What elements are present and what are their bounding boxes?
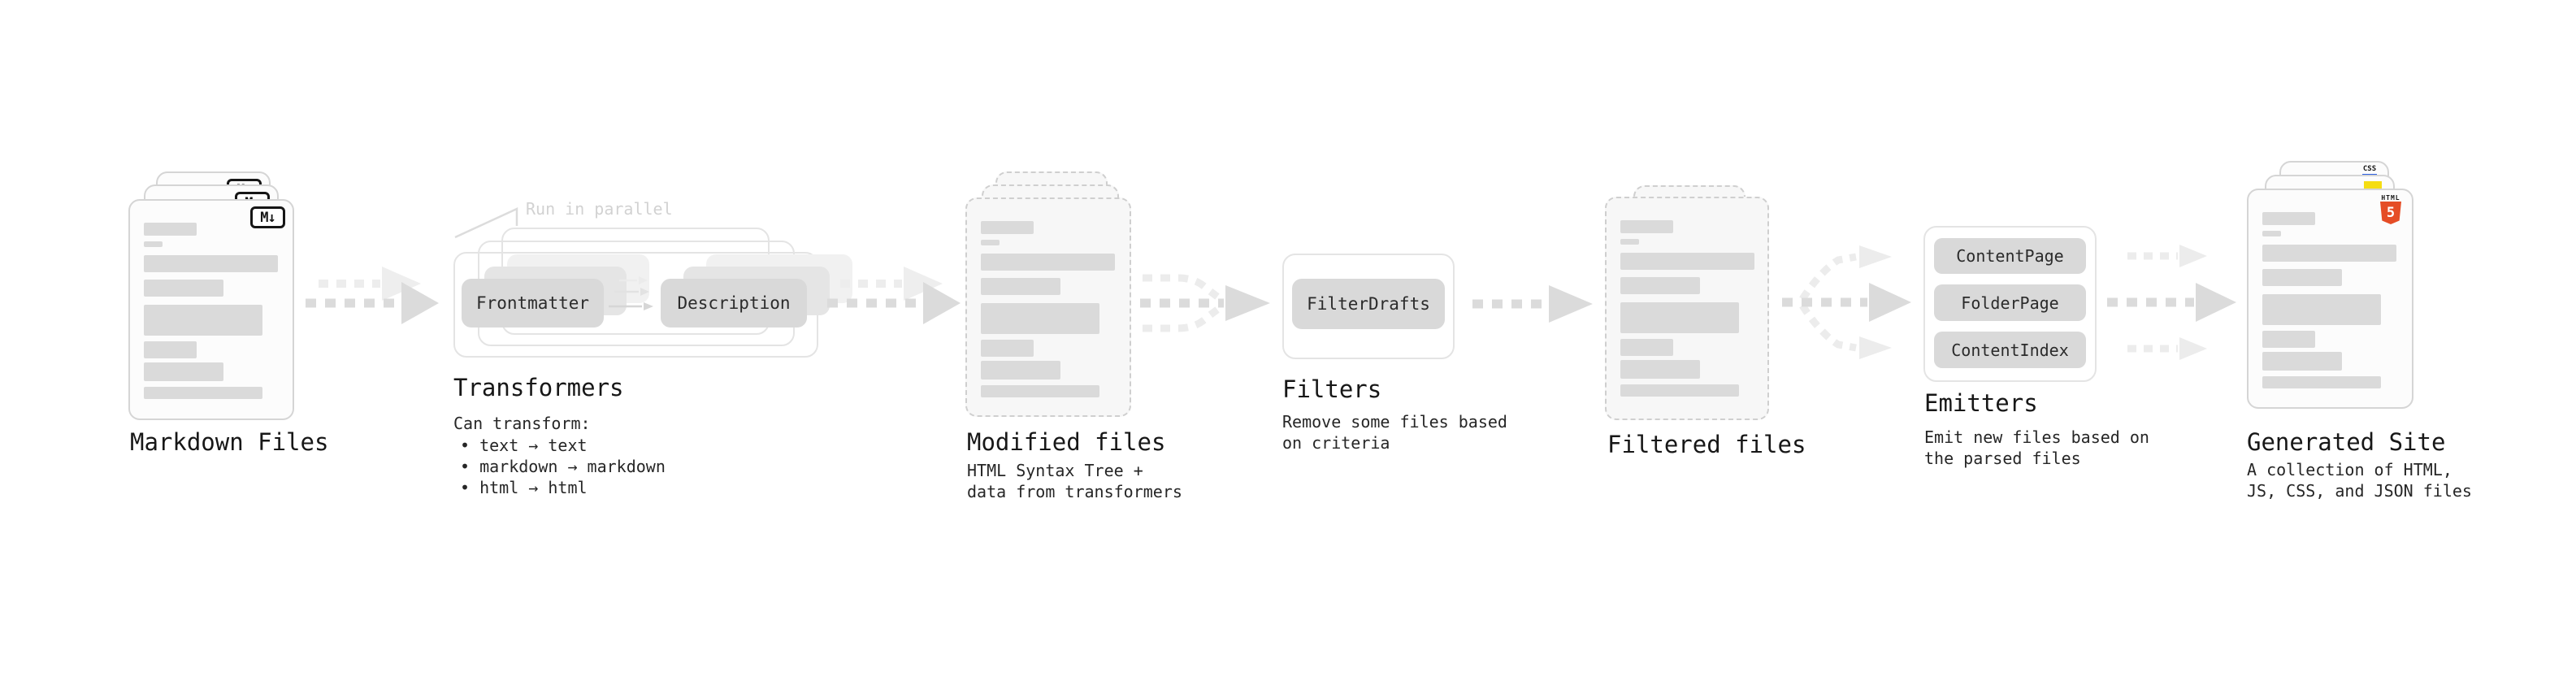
emitters-box	[1923, 226, 2097, 382]
bullet-item: • html → html	[460, 478, 588, 497]
arrow-filtered-to-emitters	[1782, 245, 1911, 359]
callout-leader-line	[454, 207, 518, 239]
filterdrafts-pill: FilterDrafts	[1292, 279, 1445, 329]
markdown-files-title: Markdown Files	[130, 428, 329, 456]
bullet-item: • text → text	[460, 436, 588, 455]
arrow-modified-to-filters	[1140, 274, 1270, 332]
run-in-parallel-callout: Run in parallel	[526, 199, 673, 219]
modified-files-title: Modified files	[967, 428, 1166, 456]
folderpage-pill: FolderPage	[1934, 284, 2086, 321]
section-filters: FilterDrafts	[1282, 254, 1461, 367]
parallel-arrows-icon	[609, 276, 653, 310]
filtered-file-card-front	[1605, 197, 1769, 420]
transformers-intro: Can transform:	[453, 414, 591, 433]
markdown-file-card-front: M↓	[128, 199, 294, 420]
transformers-bullet-list: • text → text • markdown → markdown • ht…	[460, 435, 666, 498]
document-text-placeholder	[1620, 220, 1754, 397]
section-modified-files	[965, 159, 1169, 501]
section-filtered-files	[1605, 171, 1808, 513]
emitters-subtitle: Emit new files based on the parsed files	[1924, 427, 2149, 468]
filtered-files-title: Filtered files	[1607, 431, 1806, 458]
generated-site-subtitle: A collection of HTML, JS, CSS, and JSON …	[2247, 460, 2472, 501]
arrow-transformers-to-modified	[827, 267, 961, 324]
modified-files-subtitle: HTML Syntax Tree + data from transformer…	[967, 461, 1182, 501]
contentpage-pill: ContentPage	[1934, 238, 2086, 274]
document-text-placeholder	[144, 223, 278, 399]
markdown-icon: M↓	[250, 206, 285, 228]
description-pill: Description	[661, 279, 807, 327]
section-emitters: ContentPage FolderPage ContentIndex	[1923, 226, 2102, 388]
filters-subtitle: Remove some files based on criteria	[1282, 412, 1507, 453]
site-file-card-html: HTML 5	[2247, 189, 2413, 409]
modified-file-card-front	[965, 197, 1131, 417]
filters-title: Filters	[1282, 375, 1382, 403]
section-transformers: Frontmatter Description	[453, 228, 852, 366]
filters-box	[1282, 254, 1455, 359]
emitters-title: Emitters	[1924, 389, 2038, 417]
arrow-emitters-to-site	[2107, 245, 2236, 360]
arrow-filters-to-filtered	[1472, 285, 1593, 323]
html5-icon: HTML 5	[2379, 194, 2402, 224]
contentindex-pill: ContentIndex	[1934, 332, 2086, 368]
document-text-placeholder	[2262, 212, 2396, 388]
section-generated-site: CSS HTML 5	[2247, 161, 2450, 502]
document-text-placeholder	[981, 221, 1115, 397]
bullet-item: • markdown → markdown	[460, 457, 666, 476]
frontmatter-pill: Frontmatter	[462, 279, 604, 327]
transformers-title: Transformers	[453, 374, 624, 401]
section-markdown-files: M↓ M↓ M↓	[128, 161, 332, 502]
generated-site-title: Generated Site	[2247, 428, 2446, 456]
arrow-markdown-to-transformers	[306, 267, 439, 324]
